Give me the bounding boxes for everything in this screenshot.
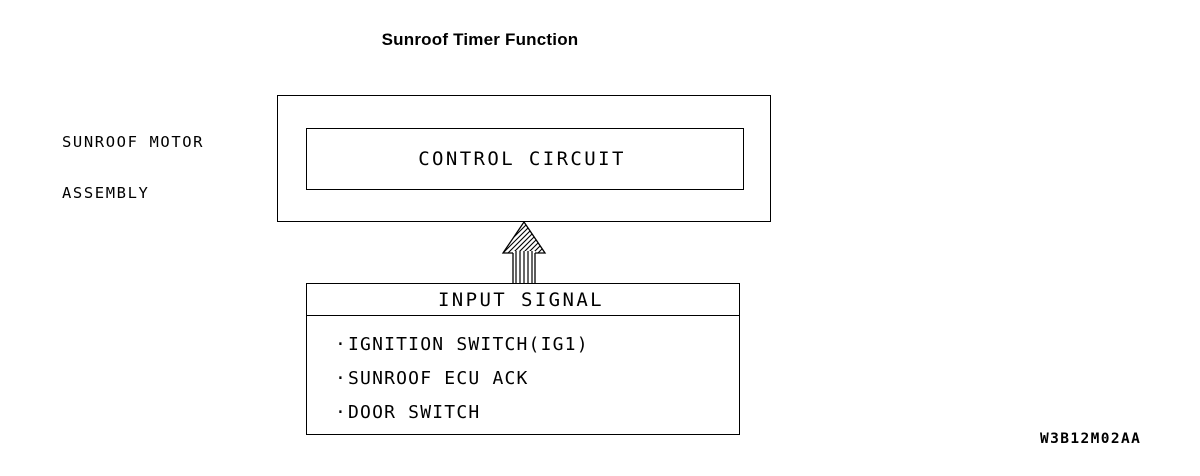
control-circuit-box: CONTROL CIRCUIT [306, 128, 744, 190]
bullet-icon: · [335, 368, 348, 389]
assembly-label-line-1: SUNROOF MOTOR [62, 133, 205, 151]
list-item-label: IGNITION SWITCH(IG1) [348, 334, 589, 355]
sunroof-motor-assembly-label: SUNROOF MOTOR ASSEMBLY [62, 100, 204, 219]
bullet-icon: · [335, 334, 348, 355]
input-signal-arrow-icon [500, 220, 548, 285]
list-item-label: SUNROOF ECU ACK [348, 368, 529, 389]
list-item: ·DOOR SWITCH [335, 396, 739, 430]
assembly-label-line-2: ASSEMBLY [62, 184, 150, 202]
control-circuit-label: CONTROL CIRCUIT [418, 148, 626, 170]
input-signal-box: INPUT SIGNAL ·IGNITION SWITCH(IG1) ·SUNR… [306, 283, 740, 435]
input-signal-header: INPUT SIGNAL [307, 284, 739, 316]
figure-reference-code: W3B12M02AA [1040, 431, 1142, 447]
list-item-label: DOOR SWITCH [348, 402, 481, 423]
input-signal-header-label: INPUT SIGNAL [437, 288, 605, 311]
list-item: ·IGNITION SWITCH(IG1) [335, 328, 739, 362]
list-item: ·SUNROOF ECU ACK [335, 362, 739, 396]
bullet-icon: · [335, 402, 348, 423]
page-title: Sunroof Timer Function [381, 30, 579, 49]
input-signal-list: ·IGNITION SWITCH(IG1) ·SUNROOF ECU ACK ·… [307, 316, 739, 430]
